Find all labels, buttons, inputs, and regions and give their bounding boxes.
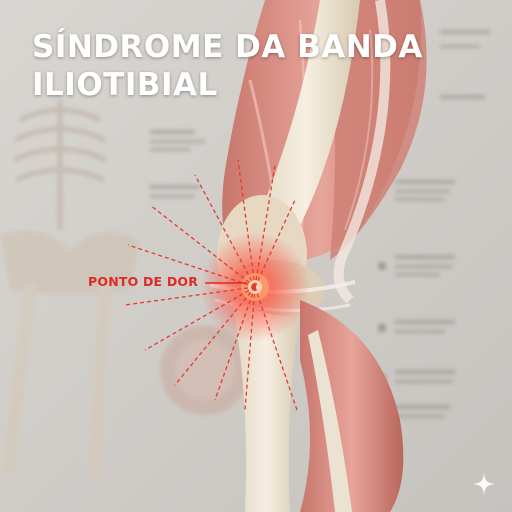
title-line-2: ILIOTIBIAL <box>32 67 218 103</box>
pain-point-label: PONTO DE DOR <box>88 274 199 289</box>
iliotibial-band <box>333 0 391 304</box>
title-line-1: SÍNDROME DA BANDA <box>32 29 423 65</box>
femur-bone <box>251 0 360 265</box>
sparkle-icon <box>473 473 495 495</box>
fibula-bone <box>308 330 352 512</box>
calf-muscles <box>300 300 404 512</box>
pain-rays <box>124 159 298 411</box>
page-title: SÍNDROME DA BANDA ILIOTIBIAL <box>32 28 423 104</box>
background-skeleton <box>0 30 490 477</box>
